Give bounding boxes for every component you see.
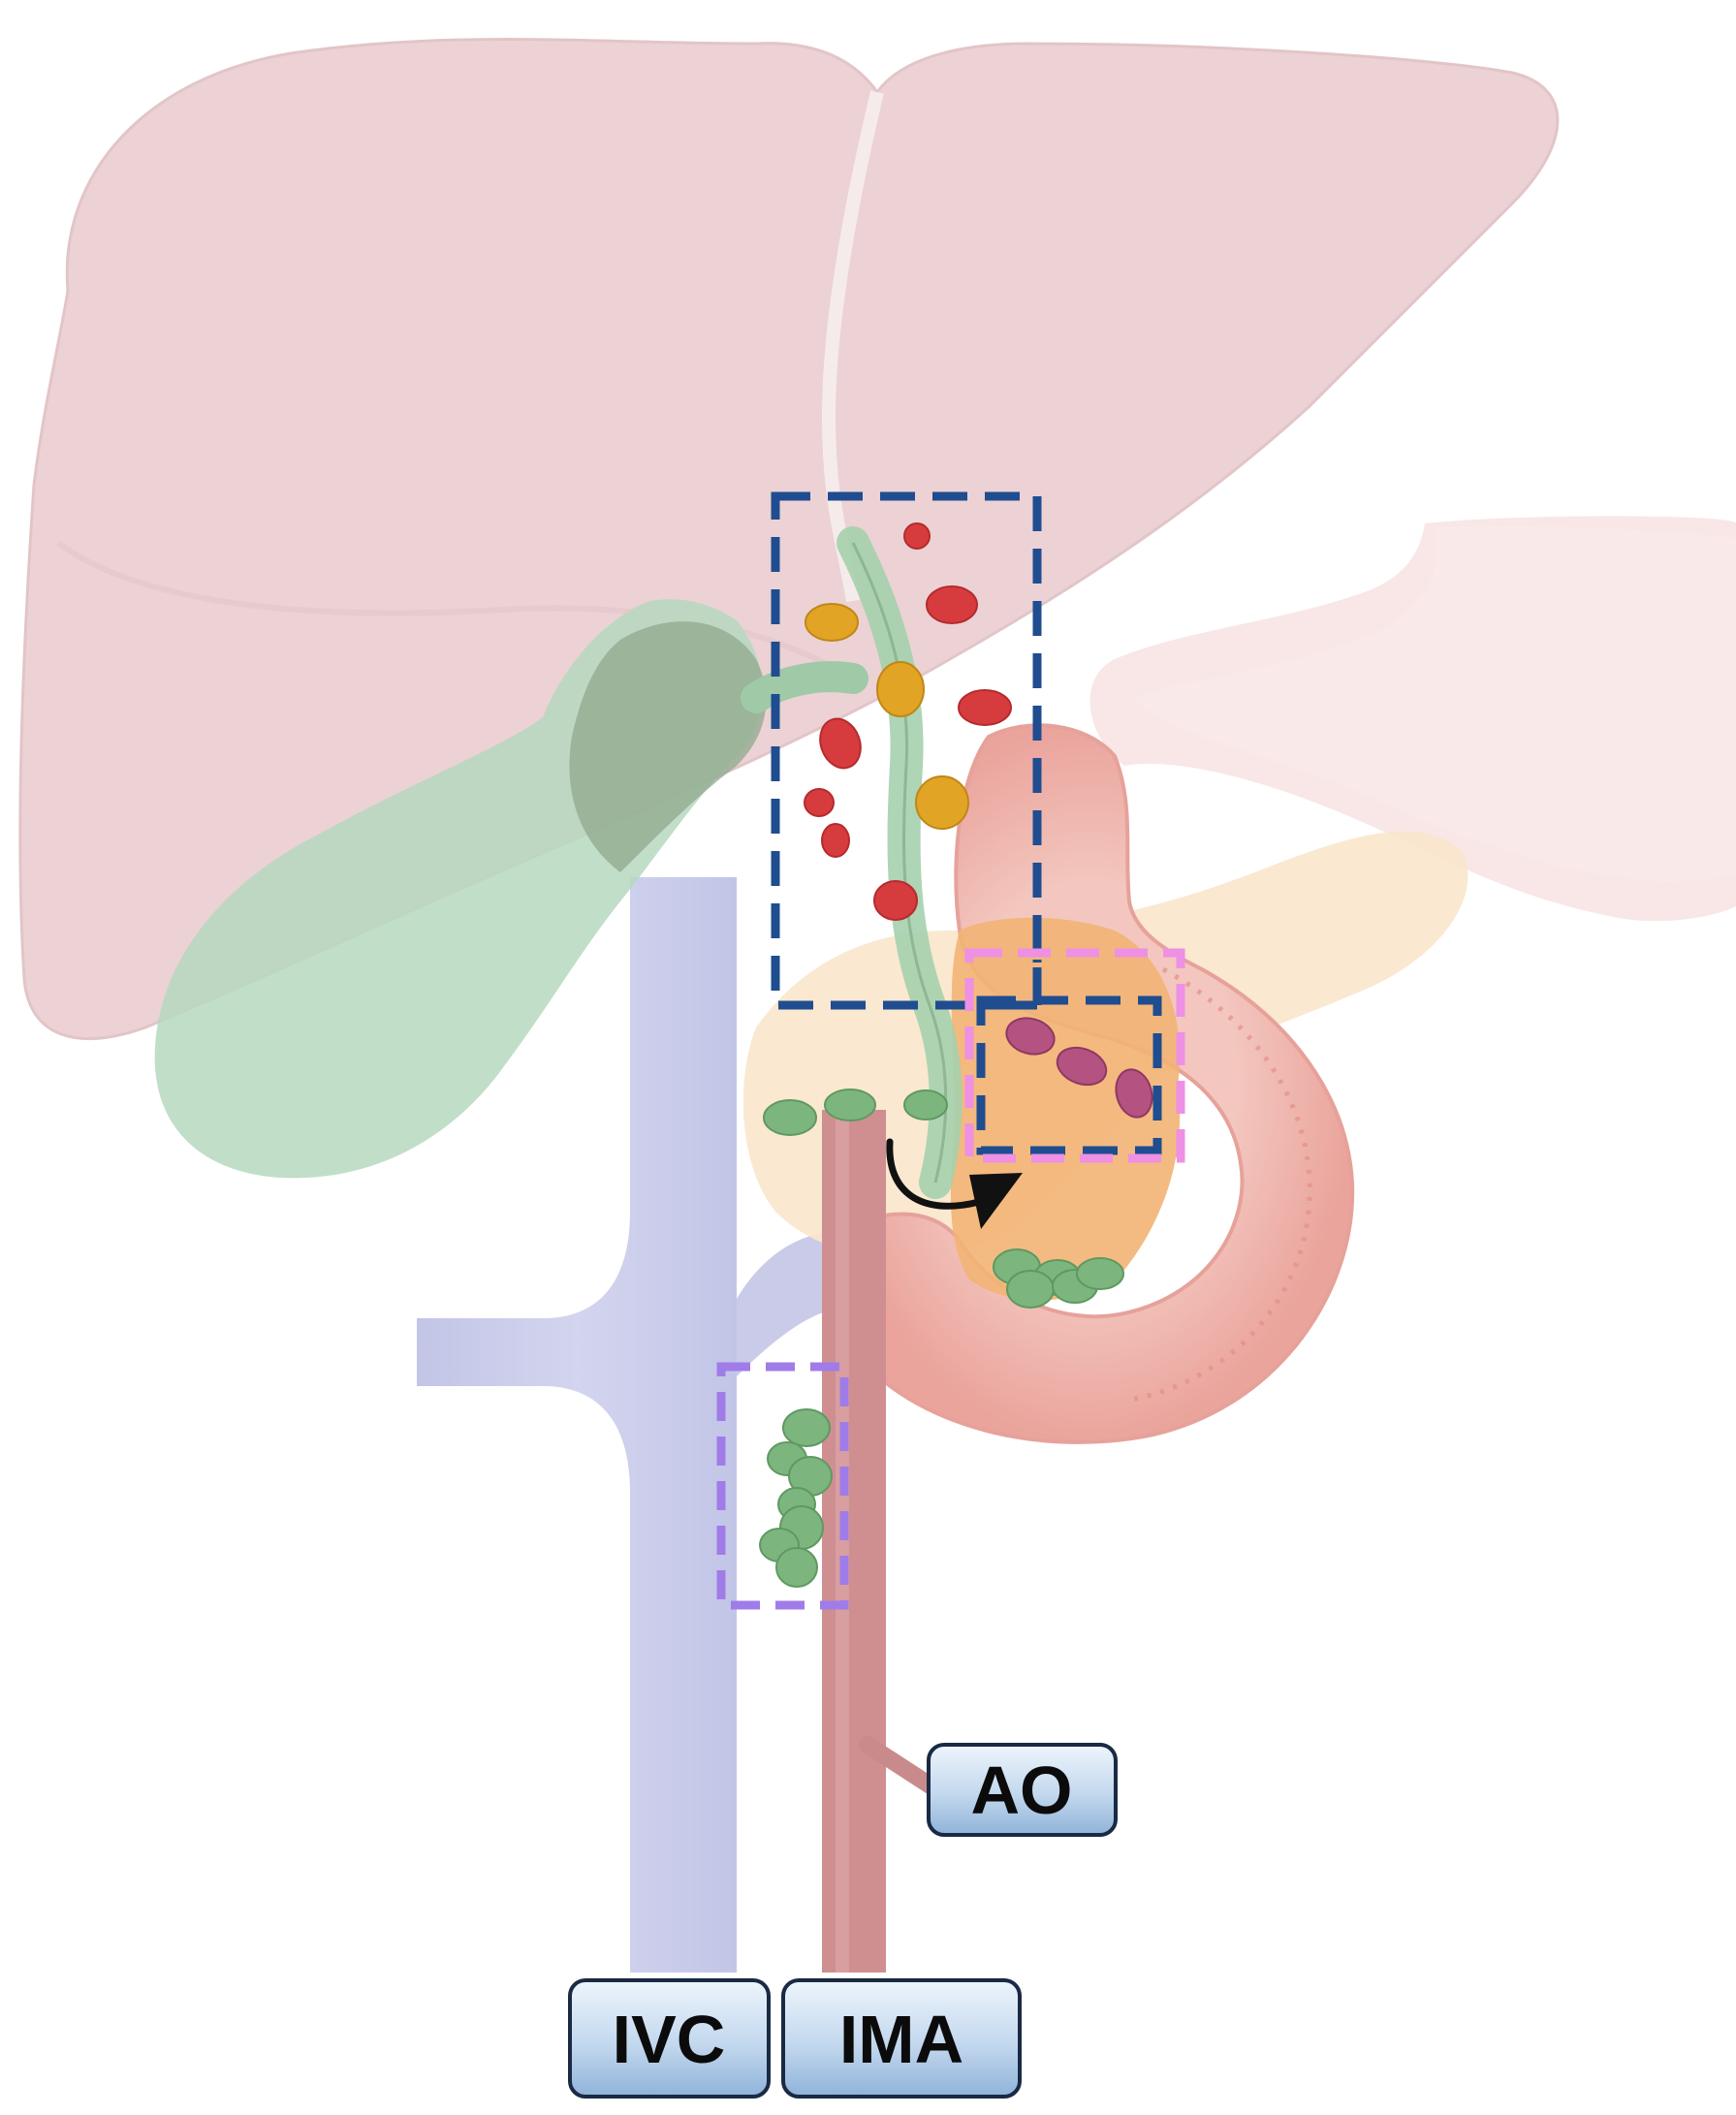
stomach-inner [1134,526,1736,882]
gallbladder-neck [569,621,767,872]
dashed-box-blue-bile-duct [771,491,1042,1010]
dashed-box-purple [716,1362,849,1610]
magenta-cells [1005,1017,1153,1119]
aorta-highlight [836,1110,849,1973]
green-cell-cluster-ivc [759,1408,833,1588]
label-ivc: IVC [568,1978,771,2099]
liver-shade [56,540,855,681]
duodenum-folds [1123,966,1312,1404]
label-ao: AO [927,1743,1118,1837]
label-ima-text: IMA [839,2002,963,2077]
transition-arrow-head [969,1173,1023,1229]
dashed-box-blue-pancreas [976,995,1162,1155]
green-cell-cluster-pancreas [763,1089,948,1136]
green-cell-cluster-head [993,1248,1124,1309]
transition-arrow [886,1138,983,1210]
dashed-box-blue-connector [981,960,1042,1010]
common-bile-duct-edge [851,542,948,1184]
ivc [417,877,737,1973]
liver [18,38,1560,1041]
aorta [822,1110,886,1973]
ivc-branch-right [737,1231,843,1376]
label-ima: IMA [781,1978,1022,2099]
label-ao-text: AO [971,1752,1073,1828]
cystic-duct [741,661,868,713]
label-ivc-text: IVC [613,2002,726,2077]
dashed-box-pink [964,948,1185,1163]
yellow-cells [805,603,969,830]
pancreas-head [950,917,1181,1301]
red-cells [804,522,1012,921]
